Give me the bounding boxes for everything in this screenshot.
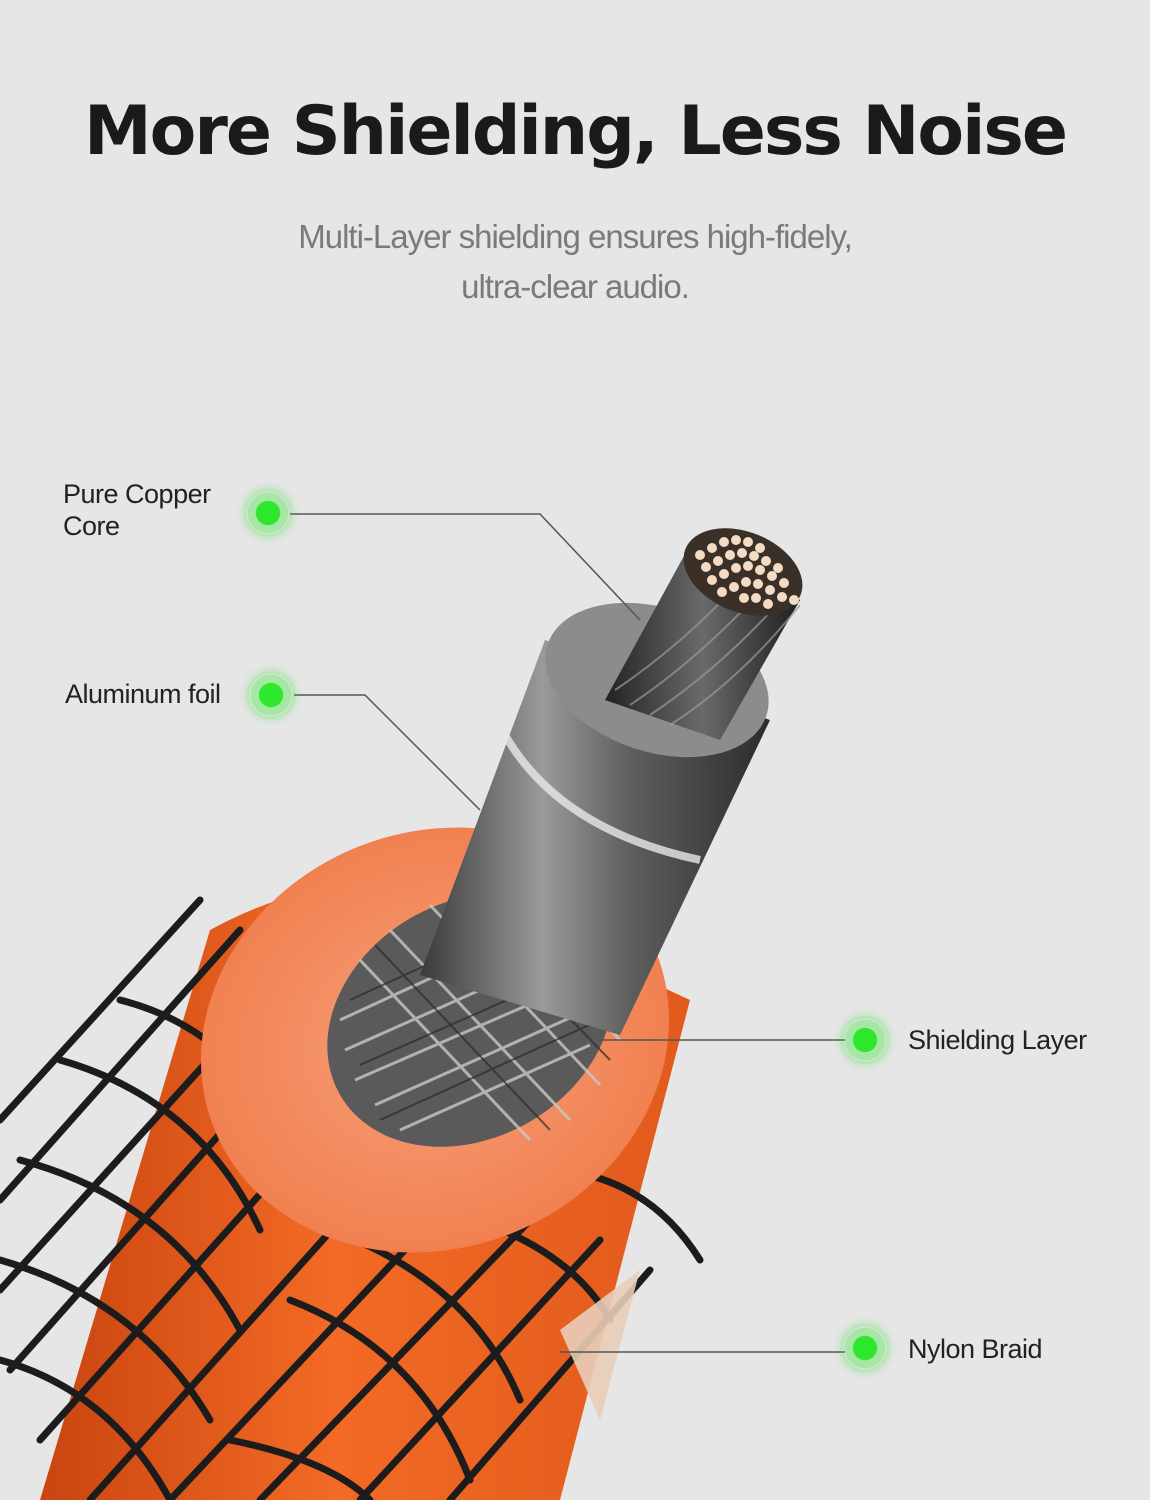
subtitle-line-1: Multi-Layer shielding ensures high-fidel… xyxy=(298,218,853,255)
label-pure-copper-core-line-1: Pure Copper xyxy=(63,479,211,509)
marker-dot-foil xyxy=(249,673,293,717)
marker-dot-copper xyxy=(246,491,290,535)
marker-dot-shield xyxy=(843,1018,887,1062)
subtitle-line-2: ultra-clear audio. xyxy=(461,268,690,305)
page-title: More Shielding, Less Noise xyxy=(83,92,1068,171)
label-pure-copper-core: Pure Copper Core xyxy=(63,478,211,542)
label-pure-copper-core-line-2: Core xyxy=(63,511,120,541)
label-shielding-layer: Shielding Layer xyxy=(908,1025,1087,1055)
marker-dot-nylon xyxy=(843,1326,887,1370)
label-aluminum-foil: Aluminum foil xyxy=(65,679,221,709)
pure-copper-core xyxy=(605,528,803,740)
subtitle: Multi-Layer shielding ensures high-fidel… xyxy=(0,212,1150,312)
callout-lines xyxy=(290,513,845,1353)
label-nylon-braid: Nylon Braid xyxy=(908,1334,1043,1364)
